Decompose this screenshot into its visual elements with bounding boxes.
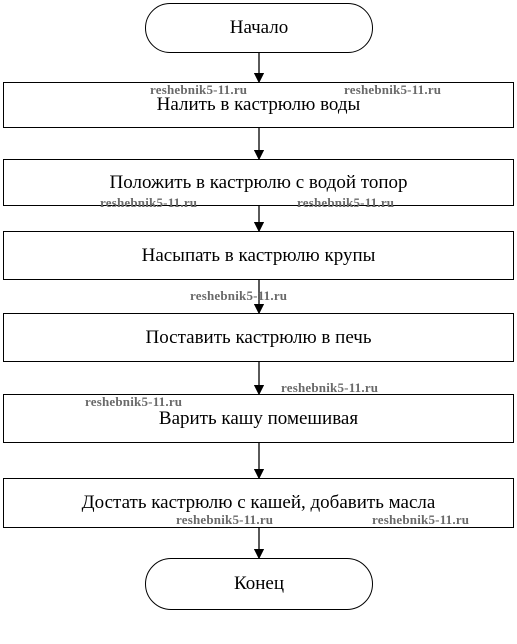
end-label: Конец (234, 573, 284, 594)
watermark-text: reshebnik5-11.ru (190, 288, 288, 303)
watermark-text: reshebnik5-11.ru (281, 380, 379, 395)
step-2-label: Положить в кастрюлю с водой топор (109, 171, 408, 193)
start-label: Начало (229, 17, 289, 38)
step-5-box: Варить кашу помешивая (3, 394, 514, 443)
watermark-text: reshebnik5-11.ru (297, 195, 395, 210)
watermark-text: reshebnik5-11.ru (85, 394, 183, 409)
watermark-text: reshebnik5-11.ru (372, 512, 470, 527)
step-4-box: Поставить кастрюлю в печь (3, 313, 514, 362)
step-1-box: Налить в кастрюлю воды (3, 82, 514, 128)
watermark-text: reshebnik5-11.ru (150, 82, 248, 97)
watermark-text: reshebnik5-11.ru (344, 82, 442, 97)
end-terminal: Конец (145, 558, 373, 610)
step-5-label: Варить кашу помешивая (158, 407, 359, 429)
step-6-box: Достать кастрюлю с кашей, добавить масла (3, 478, 514, 528)
step-3-box: Насыпать в кастрюлю крупы (3, 231, 514, 280)
watermark-text: reshebnik5-11.ru (100, 195, 198, 210)
step-6-label: Достать кастрюлю с кашей, добавить масла (81, 492, 436, 513)
step-3-label: Насыпать в кастрюлю крупы (141, 244, 376, 266)
step-4-label: Поставить кастрюлю в печь (145, 326, 372, 348)
step-2-box: Положить в кастрюлю с водой топор (3, 159, 514, 206)
step-1-label: Налить в кастрюлю воды (156, 94, 361, 115)
start-terminal: Начало (145, 3, 373, 53)
watermark-text: reshebnik5-11.ru (176, 512, 274, 527)
